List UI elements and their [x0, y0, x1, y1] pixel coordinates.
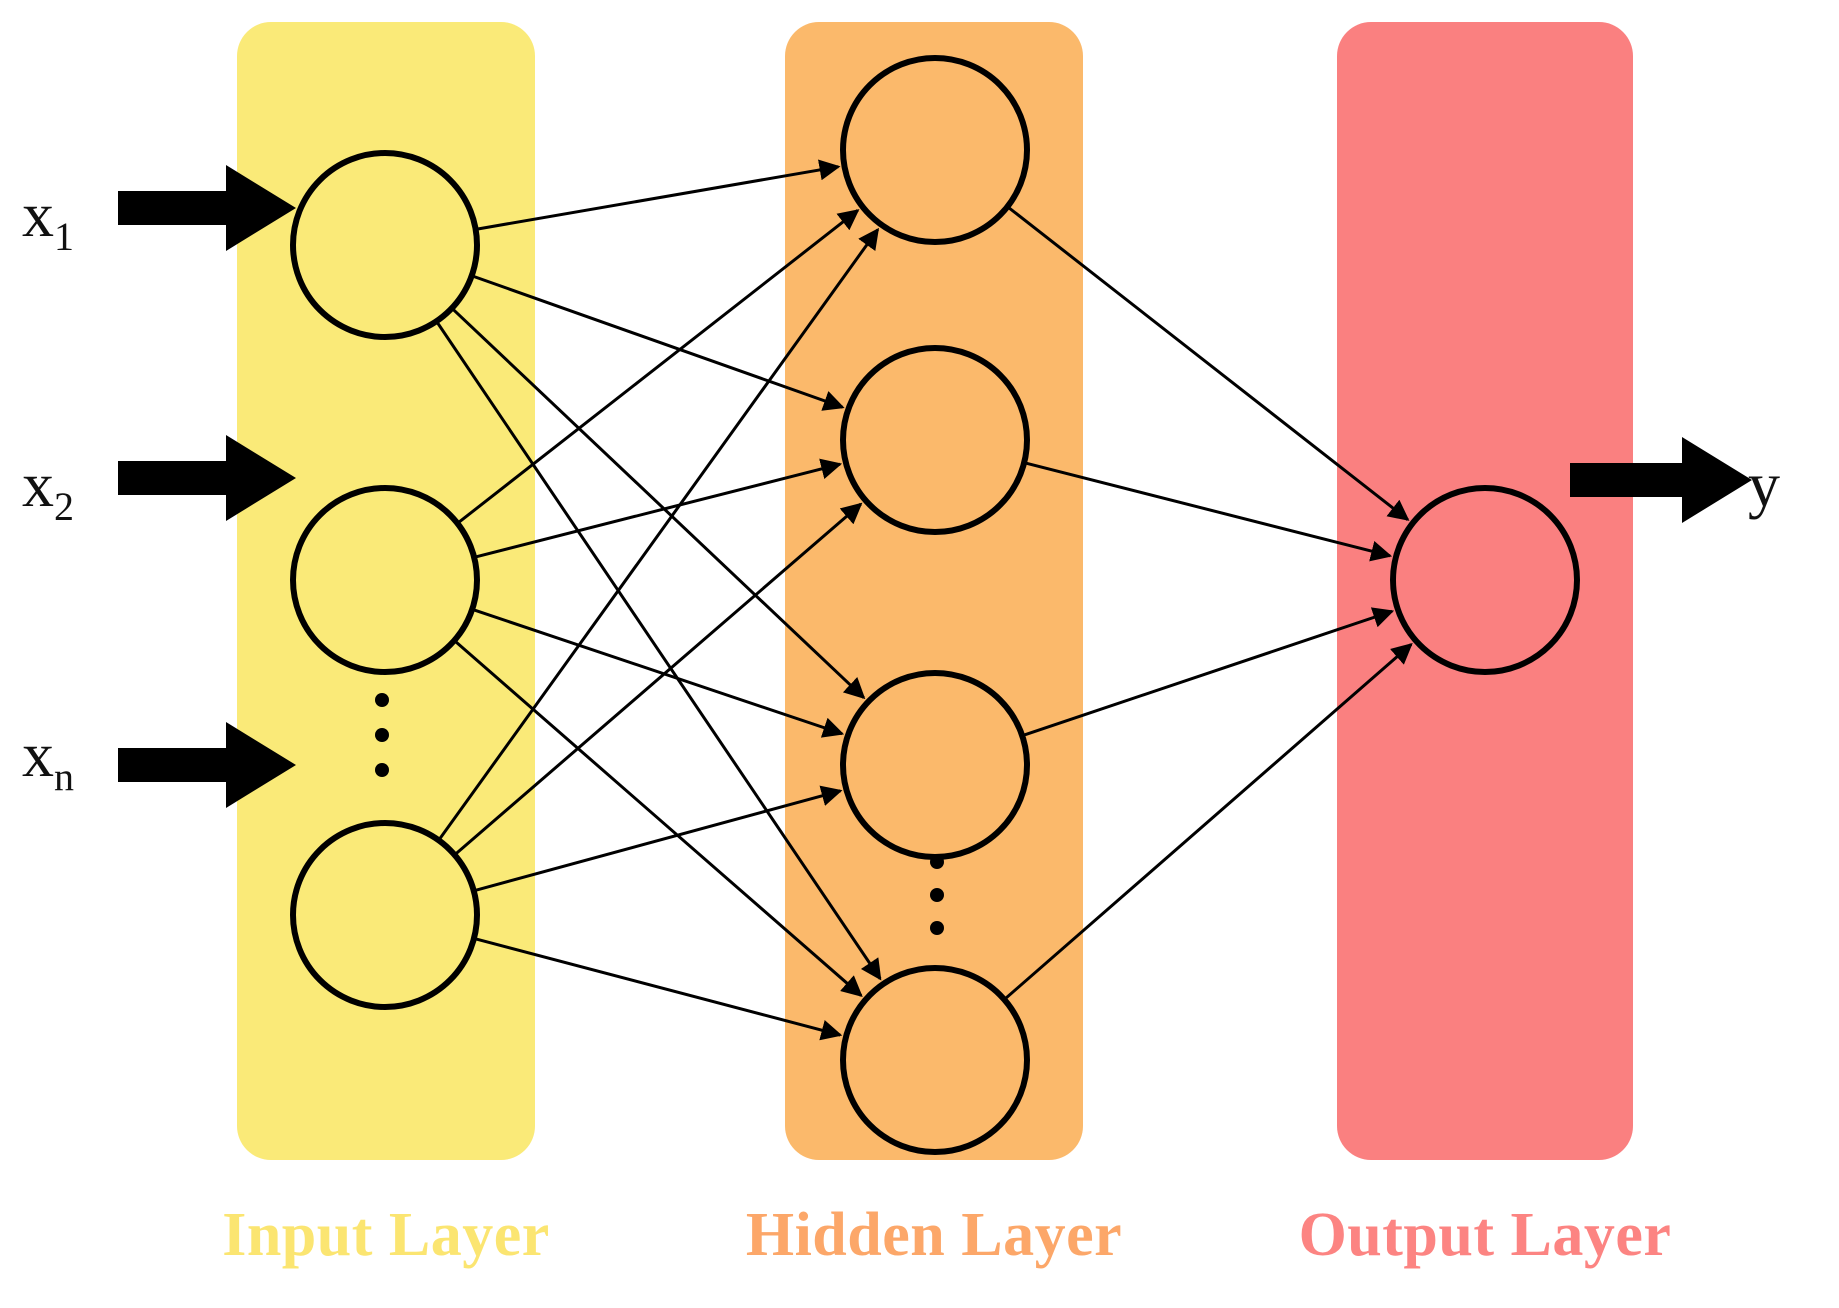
edges-hidden-to-output [1003, 205, 1413, 1001]
edge-hidden-output [1006, 205, 1410, 521]
edge-input-hidden [471, 274, 845, 411]
thick-arrow-output-y [1570, 437, 1752, 523]
neuron-node-hidden-h1 [840, 55, 1030, 245]
thick-arrow-input-x2 [118, 435, 296, 521]
edge-input-hidden [437, 227, 880, 842]
edge-input-hidden [473, 937, 843, 1041]
edge-input-hidden [473, 785, 843, 893]
output-label-y: y [1748, 449, 1780, 520]
input-label-x1: x1 [22, 179, 74, 259]
io-thick-arrows [118, 165, 1752, 808]
edge-hidden-output [1021, 607, 1395, 738]
ellipsis-dot-hidden [930, 855, 944, 869]
thick-arrow-input-x1 [118, 165, 296, 251]
edge-hidden-output [1023, 461, 1393, 562]
neuron-node-input-x1 [290, 150, 480, 340]
neuron-node-input-x2 [290, 485, 480, 675]
vertical-ellipsis-dots [375, 693, 944, 935]
input-label-xn: xn [22, 719, 74, 799]
edges-input-to-hidden [435, 159, 882, 1041]
ellipsis-dot-hidden [930, 921, 944, 935]
caption-input-layer: Input Layer [222, 1201, 550, 1269]
edge-input-hidden [453, 502, 863, 857]
layer-panel-hidden [785, 22, 1083, 1160]
caption-output-layer: Output Layer [1298, 1201, 1672, 1269]
neuron-node-hidden-hm [840, 965, 1030, 1155]
edge-input-hidden [471, 607, 845, 738]
ellipsis-dot-input [375, 693, 389, 707]
neuron-node-input-xn [290, 820, 480, 1010]
ellipsis-dot-input [375, 728, 389, 742]
neuron-node-hidden-h3 [840, 670, 1030, 860]
neuron-node-hidden-h2 [840, 345, 1030, 535]
edge-input-hidden [453, 639, 863, 997]
thick-arrow-input-xn [118, 722, 296, 808]
edge-input-hidden [475, 159, 841, 231]
edge-input-hidden [450, 307, 866, 700]
caption-hidden-layer: Hidden Layer [745, 1201, 1123, 1269]
edge-input-hidden [435, 320, 882, 981]
edge-hidden-output [1003, 643, 1413, 1001]
ellipsis-dot-hidden [930, 888, 944, 902]
input-label-x2: x2 [22, 449, 74, 529]
edge-input-hidden [456, 209, 860, 525]
ellipsis-dot-input [375, 763, 389, 777]
neuron-node-output-y [1390, 485, 1580, 675]
edge-input-hidden [473, 458, 843, 559]
